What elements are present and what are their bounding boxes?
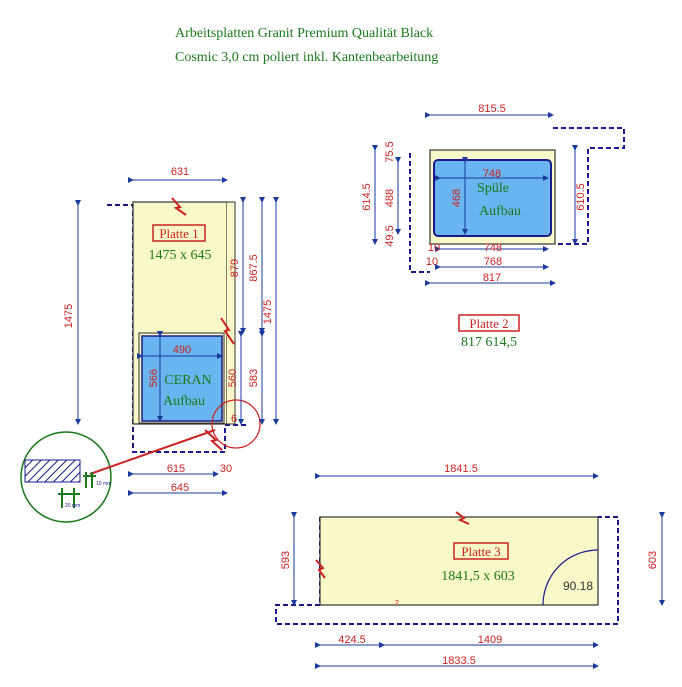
platte3-angle: 90.18 [563, 579, 593, 593]
p1-dim-6: 6 [231, 413, 237, 425]
platte2-dashed-right [553, 127, 625, 245]
platte1-cutout-frame [138, 332, 225, 424]
platte2-dashed-left [409, 153, 430, 273]
p3-dim-top: 1841.5 [444, 463, 478, 475]
p1-dim-879: 879 [229, 259, 241, 277]
p3-dim-left: 593 [280, 551, 292, 569]
platte1-size: 1475 x 645 [149, 248, 212, 263]
platte3-tag: Platte 3 [461, 544, 500, 559]
p2-dim-top: 815.5 [478, 103, 506, 115]
platte2-cutout-line2: Aufbau [479, 204, 521, 219]
p1-dim-583: 583 [248, 369, 260, 387]
p1-dim-left: 1475 [63, 304, 75, 328]
platte1-cutout-line1: CERAN [164, 373, 211, 388]
detail-group: 10 mm 20 mm [20, 429, 216, 523]
p2-dim-488: 488 [384, 189, 396, 207]
p1-dim-560: 560 [227, 369, 239, 387]
p1-dim-top: 631 [171, 166, 189, 178]
p1-dim-cutw: 490 [173, 344, 191, 356]
p1-dim-cuth: 566 [148, 369, 160, 387]
detail-hatch [24, 459, 81, 483]
p2-dim-inner-h: 468 [451, 189, 463, 207]
p2-dim-6145: 614.5 [361, 183, 373, 211]
detail-label-b: 20 mm [65, 503, 80, 509]
detail-leader [89, 429, 216, 475]
p2-dim-b768: 768 [484, 256, 502, 268]
p2-dim-755: 75.5 [384, 141, 396, 162]
platte3-size: 1841,5 x 603 [441, 569, 515, 584]
detail-symbol-a [83, 472, 96, 488]
p1-dim-30: 30 [220, 463, 232, 475]
p2-dim-inner-w: 748 [483, 168, 501, 180]
platte2-tag-box [458, 314, 520, 332]
header-line2: Cosmic 3,0 cm poliert inkl. Kantenbearbe… [175, 50, 439, 65]
platte2-tag: Platte 2 [469, 316, 508, 331]
platte3-break-left [315, 559, 326, 579]
platte3-angle-arc [542, 549, 599, 606]
platte1-tag: Platte 1 [159, 226, 198, 241]
p2-dim-495: 49.5 [384, 225, 396, 246]
p1-dim-615: 615 [167, 463, 185, 475]
p2-dim-b817: 817 [483, 272, 501, 284]
detail-label-a: 10 mm [96, 481, 111, 487]
p3-dim-4245: 424.5 [338, 634, 366, 646]
platte1-dashed-outline [107, 204, 248, 453]
p2-dim-b10: 10 [428, 242, 440, 254]
platte1-break-right [220, 317, 235, 345]
platte3-break-top [455, 511, 470, 525]
platte3-group: 90.18 Platte 3 1841,5 x 603 1841.5 593 6… [275, 463, 665, 669]
p3-dim-1409: 1409 [478, 634, 502, 646]
header-line1: Arbeitsplatten Granit Premium Qualität B… [175, 26, 434, 41]
platte3-tag-box [453, 542, 509, 560]
p2-dim-6105: 610.5 [575, 183, 587, 211]
platte2-cutout-line1: Spüle [477, 181, 509, 196]
platte2-size: 817 614,5 [461, 335, 517, 350]
platte1-side [227, 201, 236, 425]
p1-dim-8675: 867.5 [248, 254, 260, 282]
platte1-break-corner [204, 429, 223, 451]
platte1-break-top [171, 197, 187, 216]
p2-dim-b748: 748 [484, 242, 502, 254]
p3-dim-notch: 2 [395, 600, 399, 607]
platte1-cutout[interactable] [141, 335, 223, 422]
platte1-tag-box [152, 224, 206, 242]
p1-dim-1475r: 1475 [262, 300, 274, 324]
platte2-group: Spüle Aufbau 815.5 748 468 614.5 488 75.… [361, 103, 625, 350]
p3-dim-18335: 1833.5 [442, 655, 476, 667]
platte1-group: Platte 1 1475 x 645 CERAN Aufbau 631 147… [63, 166, 279, 496]
detail-symbol-b [58, 488, 80, 508]
platte3-slab[interactable] [319, 516, 599, 606]
platte1-cutout-line2: Aufbau [163, 394, 205, 409]
p2-dim-b10b: 10 [426, 256, 438, 268]
p1-dim-645: 645 [171, 482, 189, 494]
p3-dim-right: 603 [647, 551, 659, 569]
